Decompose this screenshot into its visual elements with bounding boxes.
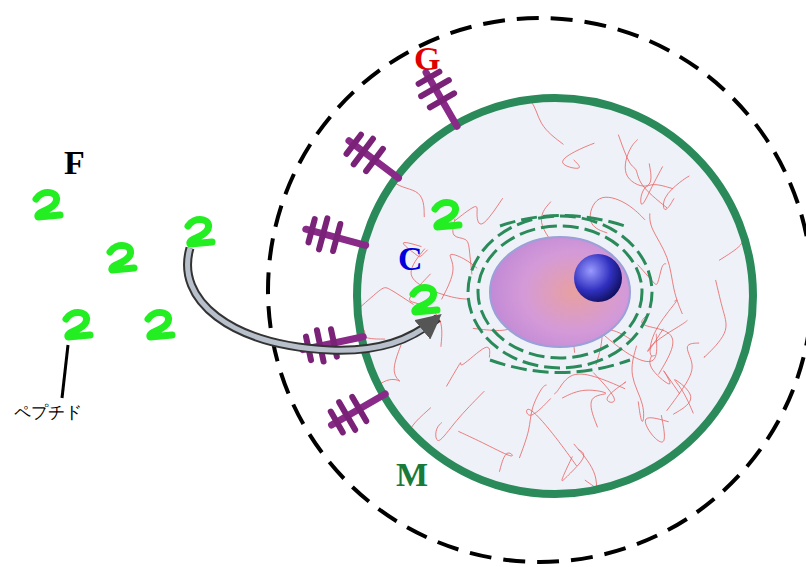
receptor [347,135,399,178]
peptide [413,288,437,312]
peptide [435,203,459,227]
label-f: F [64,146,85,180]
peptide [36,193,60,217]
texture-line [442,254,478,299]
receptor [331,394,385,432]
texture-line [645,415,668,442]
texture-line [554,374,625,394]
texture-line [563,143,595,168]
texture-line [436,391,485,440]
receptors [303,72,457,433]
peptides [36,193,459,337]
receptor [306,218,366,251]
texture-line [527,398,577,466]
label-c: C [398,242,423,276]
texture-line [641,166,673,204]
peptide [188,220,212,244]
cytoskeleton-texture [351,93,790,503]
texture-line [455,198,503,224]
texture-line [642,313,673,375]
texture-line [357,288,414,310]
texture-line [673,380,693,415]
texture-line [458,431,512,471]
peptide-label: ペプチド [14,404,82,421]
texture-line [625,139,651,186]
label-m: M [396,458,428,492]
texture-line [618,135,667,208]
peptide [148,313,172,337]
endoplasmic-reticulum [468,216,652,373]
texture-line [650,356,680,394]
texture-line [590,197,645,233]
texture-line [446,347,489,386]
texture-line [648,320,688,351]
texture-line [667,343,700,411]
texture-line [562,390,606,427]
outer-dashed-boundary [268,18,806,562]
uptake-arrow-inner [188,248,432,350]
cytoplasm [357,98,753,494]
texture-line [719,237,789,261]
peptide [110,246,134,270]
nucleus [490,237,630,347]
texture-line [650,213,683,314]
texture-line [562,449,584,480]
leader-line [62,345,68,398]
label-g: G [414,42,440,76]
nucleolus [574,254,622,302]
texture-line [593,372,626,402]
texture-line [663,176,689,210]
texture-line [704,280,726,357]
peptide [66,313,90,337]
cell-membrane [357,98,753,494]
receptor [419,72,457,126]
